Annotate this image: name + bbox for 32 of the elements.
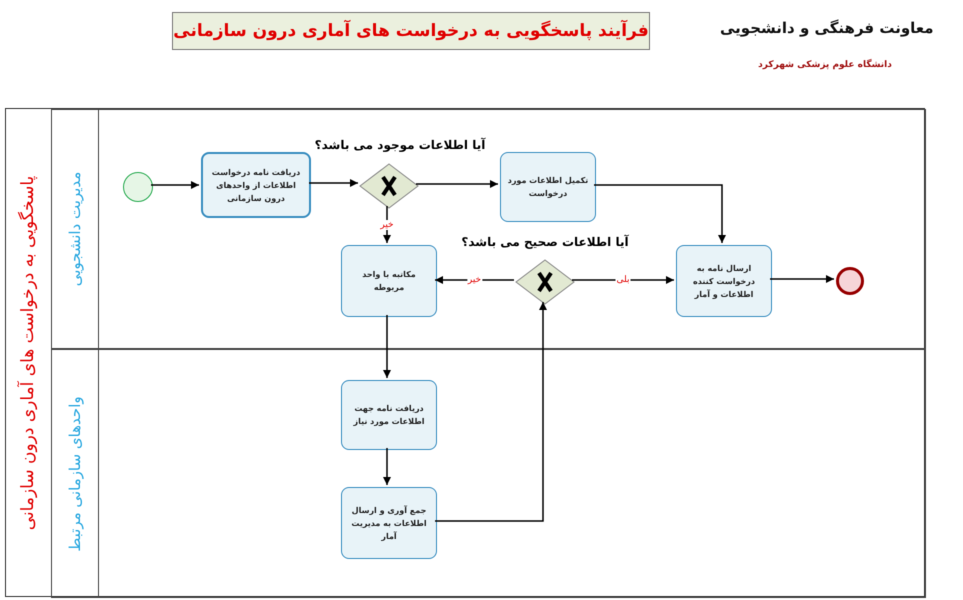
question-label: آیا اطلاعات صحیح می باشد؟ [461,235,629,249]
arrow [594,184,726,243]
start-event [123,172,153,202]
question-label: آیا اطلاعات موجود می باشد؟ [314,138,486,152]
arrow [416,180,498,188]
title-box: فرآیند پاسخگویی به درخواست های آماری درون سازمانی [172,12,650,50]
swimlane [51,349,926,598]
arrow [572,276,674,284]
lane-label: مدیریت دانشجویی [66,172,84,286]
task-box: ارسال نامه به درخواست کننده اطلاعات و آمار [676,245,772,317]
swimlane [51,109,926,349]
end-event [836,267,864,295]
header-text: دانشگاه علوم پزشکی شهرکرد [758,60,892,70]
edge-label: خیر [379,220,395,230]
arrow [435,276,514,284]
pool-label: پاسخگویی به درخواست های آماری درون سازمانی [18,175,38,530]
arrow [151,181,199,189]
task-box: دریافت نامه درخواست اطلاعات از واحدهای درون سازمانی [201,152,311,218]
arrow [309,179,358,187]
task-box: تکمیل اطلاعات مورد درخواست [500,152,596,222]
edge-label: خیر [466,275,482,285]
edge-label: بلی [616,275,630,285]
arrow [435,302,547,522]
task-box: مکاتبه با واحد مربوطه [341,245,437,317]
pool [5,108,925,597]
arrow [770,275,834,283]
lane-label: واحدهای سازمانی مرتبط [66,396,84,552]
task-box: دریافت نامه جهت اطلاعات مورد نیاز [341,380,437,450]
header-text: معاونت فرهنگی و دانشجویی [720,19,934,37]
arrow [383,448,391,485]
task-box: جمع آوری و ارسال اطلاعات به مدیریت آمار [341,487,437,559]
arrow [383,315,391,378]
